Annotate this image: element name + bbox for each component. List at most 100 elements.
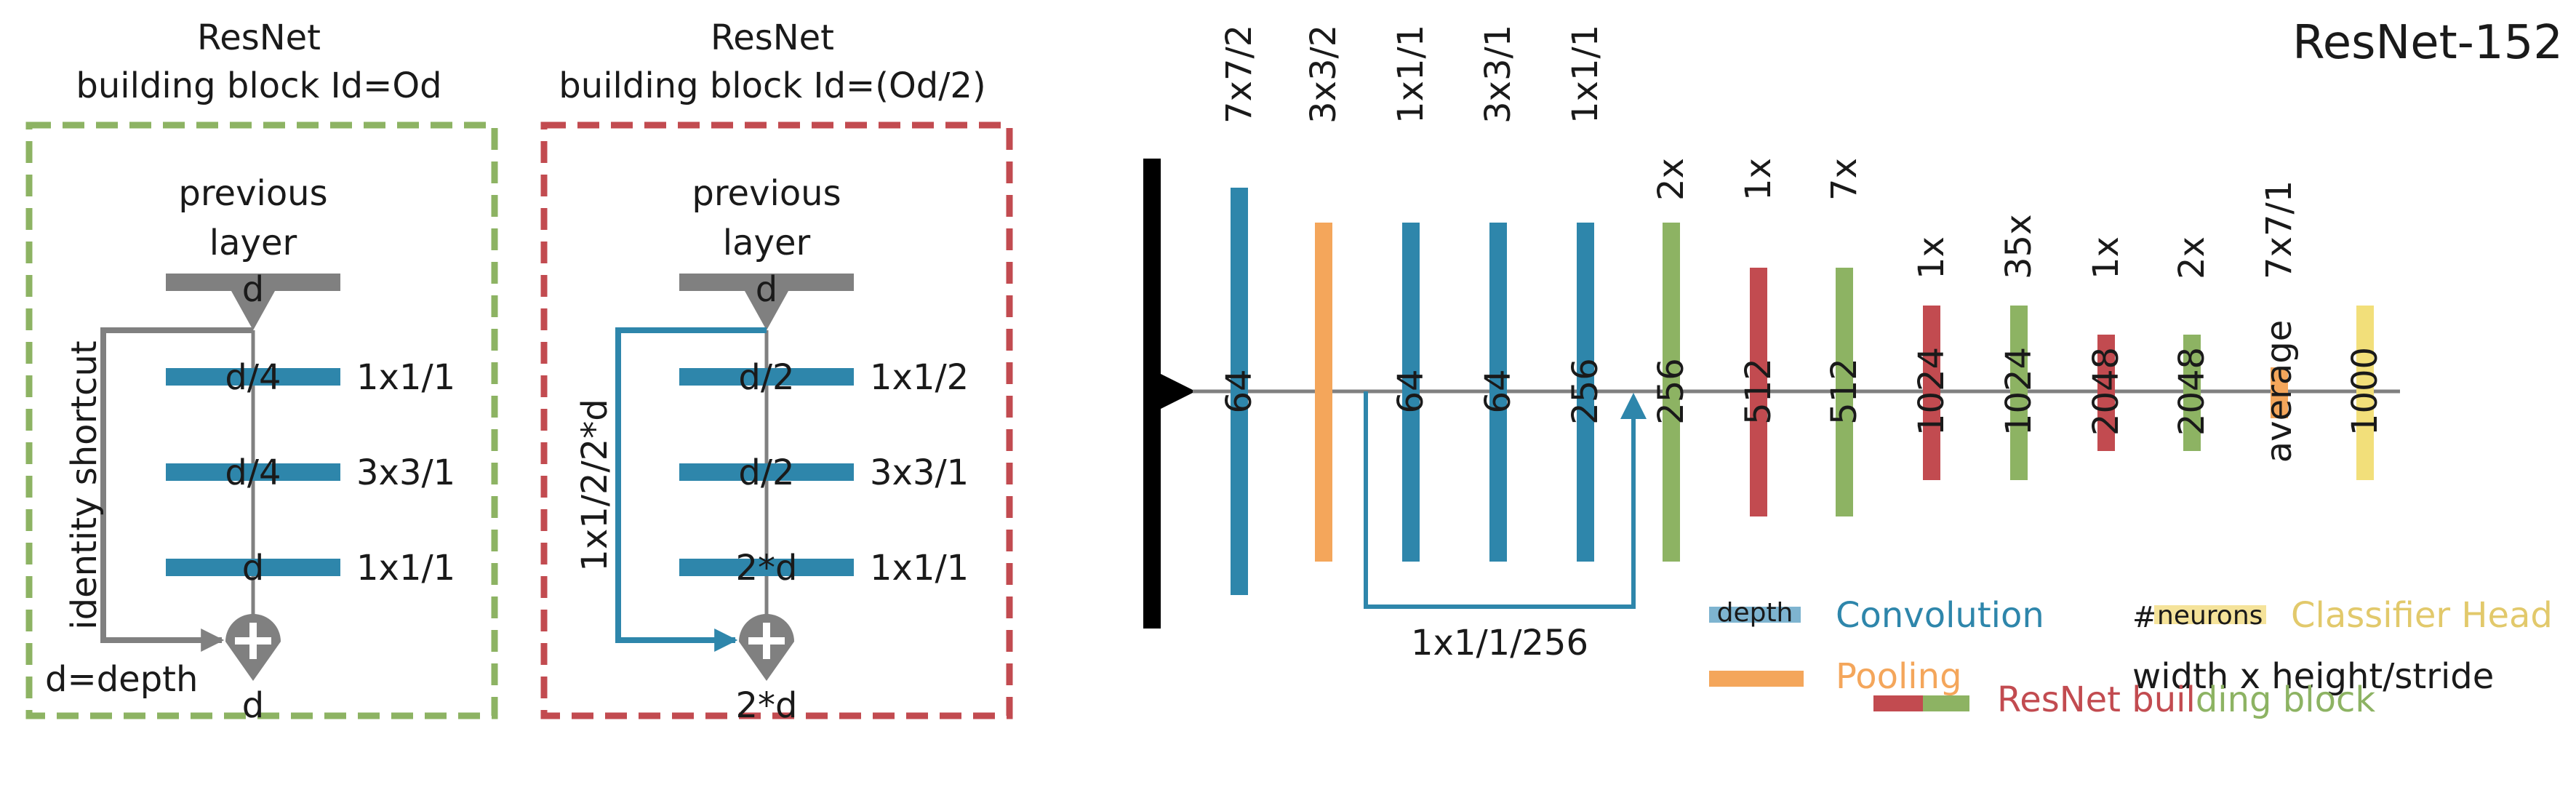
panel-identity-shortcut-label: identity shortcut	[64, 340, 105, 629]
network-layer-bar-12	[2183, 335, 2201, 451]
network-layer-depth-4: 64	[1478, 369, 1519, 413]
panel-downsample-frame	[540, 121, 1013, 719]
panel-downsample-output-depth: 2*d	[735, 685, 797, 726]
network-layer-bar-5	[1577, 223, 1594, 562]
network-layer-depth-10: 1024	[1999, 347, 2039, 436]
panel-downsample-layer-label: layer	[723, 223, 811, 263]
network-layer-depth-12: 2048	[2172, 347, 2212, 436]
network-layer-spec-12: 2x	[2172, 236, 2212, 279]
panel-identity-add-icon	[225, 614, 281, 681]
panel-identity-layer-spec-2: 3x3/1	[356, 452, 455, 493]
network-layer-depth-11: 2048	[2086, 347, 2127, 436]
network-layer-spec-6: 2x	[1651, 158, 1692, 201]
network-layer-depth-6: 256	[1651, 358, 1692, 425]
network-input-arrow	[1161, 374, 1196, 409]
network-layer-bar-8	[1836, 268, 1853, 516]
network-layer-bar-6	[1663, 223, 1680, 562]
panel-identity-shortcut-arrow	[100, 327, 253, 652]
panel-identity-frame	[25, 121, 498, 719]
network-layer-spec-10: 35x	[1999, 215, 2039, 279]
network-layer-spec-13: 7x7/1	[2259, 180, 2300, 279]
network-layer-spec-11: 1x	[2086, 236, 2127, 279]
panel-downsample-layer-depth-1: d/2	[738, 357, 794, 398]
legend-block-swatch-red	[1873, 695, 1923, 711]
panel-downsample-input-depth: d	[756, 269, 777, 310]
network-layer-bar-14	[2356, 306, 2374, 480]
legend-spec-format: width x height/stride	[2132, 656, 2494, 697]
network-layer-depth-7: 512	[1738, 358, 1779, 425]
network-layer-bar-7	[1750, 268, 1767, 516]
panel-identity-layer-depth-3: d	[242, 548, 264, 588]
legend-head-label: Classifier Head	[2291, 595, 2553, 636]
network-layer-bar-3	[1402, 223, 1420, 562]
legend-neurons-word: neurons	[2157, 601, 2263, 631]
legend-conv-swatch	[1709, 607, 1801, 623]
legend-block-label-red: ResNet buil	[1997, 679, 2196, 720]
panel-downsample-layer-depth-2: d/2	[738, 452, 794, 493]
panel-identity-output-depth: d	[242, 685, 264, 726]
network-title: ResNet-152	[2292, 16, 2563, 70]
network-layer-spec-9: 1x	[1911, 236, 1952, 279]
panel-downsample-previous-label: previous	[692, 173, 841, 214]
panel-identity-title-line2: building block Id=Od	[76, 65, 441, 106]
panel-downsample-layer-bar-3	[679, 559, 854, 576]
network-layer-depth-1: 64	[1219, 369, 1260, 413]
network-skip-arrowhead	[1620, 393, 1647, 419]
network-input-bar	[1143, 159, 1161, 629]
network-overview: ResNet-152 64 7x7/2 3x3/2 64 1x1/1 64 3x3/1 256…	[1143, 16, 2563, 663]
panel-identity-layer-spec-3: 1x1/1	[356, 548, 455, 588]
network-layer-spec-3: 1x1/1	[1391, 25, 1431, 124]
panel-downsample-layer-spec-2: 3x3/1	[870, 452, 969, 493]
legend-pool-label: Pooling	[1836, 656, 1962, 697]
network-layer-spec-1: 7x7/2	[1219, 25, 1260, 124]
panel-identity-layer-bar-3	[166, 559, 340, 576]
legend-neurons-prefix: #	[2132, 601, 2157, 634]
network-layer-bar-1	[1231, 188, 1248, 595]
panel-identity-layer-label: layer	[209, 223, 297, 263]
network-layer-spec-2: 3x3/2	[1303, 25, 1344, 124]
panel-identity-layer-bar-1	[166, 368, 340, 386]
panel-identity-layer-depth-1: d/4	[225, 357, 281, 398]
legend-conv-label: Convolution	[1836, 595, 2044, 636]
panel-downsample-block: ResNet building block Id=(Od/2) previous…	[540, 17, 1013, 726]
panel-identity-layer-spec-1: 1x1/1	[356, 357, 455, 398]
legend-block-label: ResNet building block	[1997, 679, 2375, 720]
panel-identity-previous-layer-bar	[166, 274, 340, 291]
network-layer-depth-3: 64	[1391, 369, 1431, 413]
legend-depth-sample: depth	[1717, 598, 1793, 628]
network-layer-bar-2	[1315, 223, 1332, 562]
panel-downsample-layer-spec-1: 1x1/2	[870, 357, 969, 398]
network-layer-bar-9	[1923, 306, 1940, 480]
network-layers: 64 7x7/2 3x3/2 64 1x1/1 64 3x3/1 256 1x1/1 256 2x 5…	[1219, 25, 2385, 595]
network-layer-depth-5: 256	[1565, 358, 1606, 425]
panel-identity-title-line1: ResNet	[197, 17, 321, 58]
panel-downsample-title-line2: building block Id=(Od/2)	[559, 65, 985, 106]
network-layer-bar-13	[2271, 367, 2288, 418]
panel-downsample-layer-spec-3: 1x1/1	[870, 548, 969, 588]
panel-identity-layer-bar-2	[166, 463, 340, 481]
network-layer-depth-13: average	[2259, 320, 2300, 463]
panel-downsample-title-line1: ResNet	[711, 17, 834, 58]
legend-pool-swatch	[1709, 671, 1804, 687]
network-layer-depth-14: 1000	[2345, 347, 2385, 436]
panel-downsample-layer-bar-1	[679, 368, 854, 386]
legend-block-label-green: ding block	[2196, 679, 2376, 720]
panel-downsample-previous-layer-bar	[679, 274, 854, 291]
panel-identity-layer-depth-2: d/4	[225, 452, 281, 493]
network-layer-depth-8: 512	[1824, 358, 1865, 425]
panel-identity-input-funnel	[231, 291, 275, 330]
panel-downsample-projection-label: 1x1/2/2*d	[575, 399, 615, 571]
panel-downsample-input-funnel	[745, 291, 788, 330]
network-skip-label: 1x1/1/256	[1411, 623, 1588, 663]
network-skip-connection	[1364, 391, 1636, 609]
legend: depth Convolution Pooling # neurons Clas…	[1709, 595, 2553, 720]
network-layer-spec-5: 1x1/1	[1565, 25, 1606, 124]
panel-identity-previous-label: previous	[178, 173, 327, 214]
panel-identity-depth-note: d=depth	[45, 659, 198, 700]
network-layer-bar-10	[2010, 306, 2028, 480]
legend-head-swatch	[2154, 605, 2266, 624]
panel-downsample-layer-bar-2	[679, 463, 854, 481]
panel-downsample-layer-depth-3: 2*d	[735, 548, 797, 588]
network-layer-spec-4: 3x3/1	[1478, 25, 1519, 124]
